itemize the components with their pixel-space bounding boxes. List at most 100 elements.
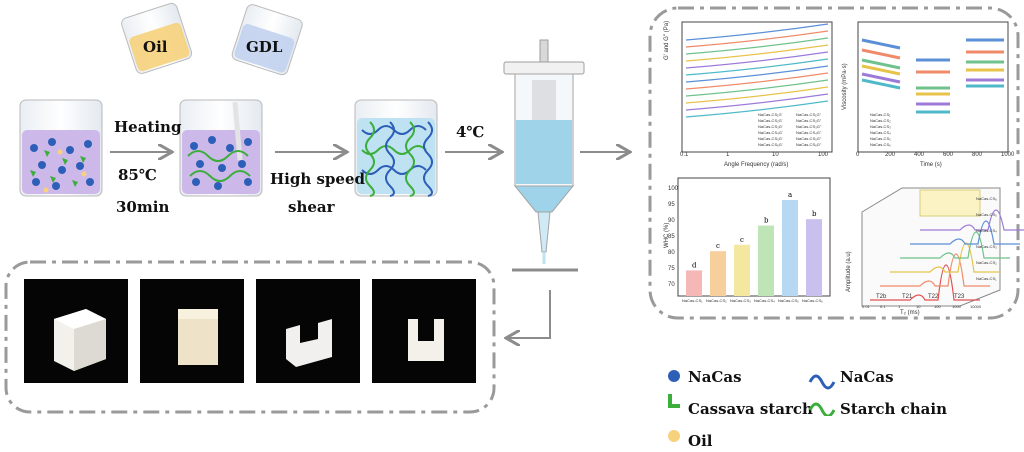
viscosity-legend-entry: NaCas-CS₅ — [870, 136, 891, 141]
legend-nacas-line: NaCas — [840, 368, 894, 386]
whc-bar — [686, 270, 702, 296]
nacas-dot-icon — [668, 370, 680, 382]
nacas-line-icon — [808, 374, 836, 390]
viscosity-legend-entry: NaCas-CS₆ — [870, 142, 891, 147]
whc-significance-letter: a — [788, 191, 792, 199]
gel-beaker — [354, 99, 438, 197]
photo-u-shape-1 — [256, 279, 360, 383]
lfnmr-xtick: 0.01 — [862, 304, 870, 309]
starch-chain-icon — [808, 402, 836, 416]
lfnmr-series-line — [880, 253, 990, 287]
whc-significance-letter: b — [812, 210, 817, 218]
rheology-series-line — [685, 23, 829, 41]
oil-beaker — [121, 2, 193, 74]
lfnmr-series-label: NaCas-CS₆ — [976, 196, 997, 201]
rheology-legend-entry: NaCas-CS₂G'' — [796, 118, 822, 123]
viscosity-xtick: 800 — [972, 152, 983, 158]
rheology-xtick: 10 — [772, 152, 779, 158]
lfnmr-ylabel: Amplitude (a.u) — [846, 251, 852, 292]
lfnmr-series-label: NaCas-CS₂ — [976, 260, 997, 265]
viscosity-xtick: 1000 — [1001, 152, 1015, 158]
whc-significance-letter: c — [740, 236, 744, 244]
lfnmr-peak-label: T22 — [928, 294, 939, 300]
rheology-xtick: 100 — [818, 152, 829, 158]
lfnmr-series-line — [890, 242, 1000, 273]
photo-u-shape-2 — [372, 279, 476, 383]
gdl-label: GDL — [246, 38, 283, 56]
whc-ytick: 85 — [668, 234, 675, 240]
whc-significance-letter: c — [716, 242, 720, 250]
arrow-to-photos — [508, 290, 551, 338]
lfnmr-xtick: 1000 — [952, 304, 961, 309]
lfnmr-xtick: 10000 — [970, 304, 982, 309]
rheology-series-line — [685, 44, 829, 62]
rheology-legend-entry: NaCas-CS₆G'' — [796, 142, 822, 147]
lfnmr-series-label: NaCas-CS₅ — [976, 212, 997, 217]
shear-label-1: High speed — [270, 170, 365, 188]
lfnmr-series-line — [920, 209, 1024, 231]
whc-significance-letter: b — [764, 217, 769, 225]
viscosity-xtick: 0 — [856, 152, 860, 158]
syringe — [503, 39, 585, 272]
rheology-series-line — [685, 65, 829, 83]
legend-markers — [668, 370, 680, 442]
rheology-legend-entry: NaCas-CS₃G' — [758, 124, 783, 129]
rheology-legend-entry: NaCas-CS₅G'' — [796, 136, 822, 141]
rheology-series-line — [685, 58, 829, 76]
lfnmr-peak-label: T2b — [876, 294, 887, 300]
lfnmr-peak-label: T21 — [902, 294, 913, 300]
viscosity-series-line — [861, 38, 1004, 62]
whc-significance-letter: d — [692, 261, 697, 269]
whc-category-label: NaCas-CS₅ — [778, 298, 799, 303]
whc-category-label: NaCas-CS₃ — [730, 298, 751, 303]
whc-bar — [758, 225, 774, 296]
photos-border — [4, 260, 496, 414]
viscosity-chart — [857, 21, 1009, 153]
viscosity-series-line — [861, 58, 1004, 90]
whc-category-label: NaCas-CS₁ — [682, 298, 703, 303]
rheology-series-line — [685, 79, 829, 97]
rheology-xlabel: Angle Frequency (rad/s) — [724, 162, 789, 168]
whc-ytick: 80 — [668, 250, 675, 256]
rheology-legend-entry: NaCas-CS₅G' — [758, 136, 783, 141]
rheology-legend-entry: NaCas-CS₄G' — [758, 130, 783, 135]
whc-ytick: 70 — [668, 282, 675, 288]
whc-category-label: NaCas-CS₂ — [706, 298, 727, 303]
viscosity-series-line — [861, 78, 1004, 114]
rheology-series-line — [685, 86, 829, 104]
lfnmr-chart — [861, 187, 1024, 307]
lfnmr-xtick: 100 — [934, 304, 941, 309]
shear-label-2: shear — [288, 198, 335, 216]
viscosity-legend-entry: NaCas-CS₁ — [870, 112, 891, 117]
legend-line-markers — [808, 374, 836, 416]
viscosity-xtick: 600 — [943, 152, 954, 158]
rheology-ylabel: G' and G'' (Pa) — [664, 20, 670, 60]
lfnmr-series-label: NaCas-CS₄ — [976, 228, 997, 233]
viscosity-series-line — [861, 64, 1004, 96]
whc-bar — [710, 251, 726, 296]
whc-ytick: 100 — [668, 186, 679, 192]
gdl-beaker — [231, 4, 303, 76]
lfnmr-series-label: NaCas-CS₁ — [976, 276, 997, 281]
cool-label: 4℃ — [456, 123, 485, 141]
whc-ytick: 95 — [668, 202, 675, 208]
whc-category-label: NaCas-CS₆ — [802, 298, 823, 303]
lfnmr-xtick: 1 — [898, 304, 901, 309]
whc-bar — [734, 244, 750, 296]
whc-category-label: NaCas-CS₄ — [754, 298, 775, 303]
mixture-beaker — [19, 99, 103, 197]
rheology-xtick: 0.1 — [680, 152, 689, 158]
rheology-legend-entry: NaCas-CS₆G' — [758, 142, 783, 147]
oil-label: Oil — [143, 38, 168, 56]
rheology-legend-entry: NaCas-CS₂G' — [758, 118, 783, 123]
viscosity-series-line — [861, 48, 1004, 74]
lfnmr-xtick: 10 — [916, 304, 921, 309]
time-label: 30min — [116, 198, 170, 216]
lfnmr-series-label: NaCas-CS₃ — [976, 244, 997, 249]
lfnmr-xtick: 0.1 — [880, 304, 886, 309]
viscosity-ylabel: Viscosity (mPa·s) — [842, 63, 848, 110]
lfnmr-xlabel: T₂ (ms) — [900, 310, 920, 316]
rheology-series-line — [685, 93, 829, 111]
legend-nacas: NaCas — [688, 368, 742, 386]
whc-bar — [782, 200, 798, 296]
